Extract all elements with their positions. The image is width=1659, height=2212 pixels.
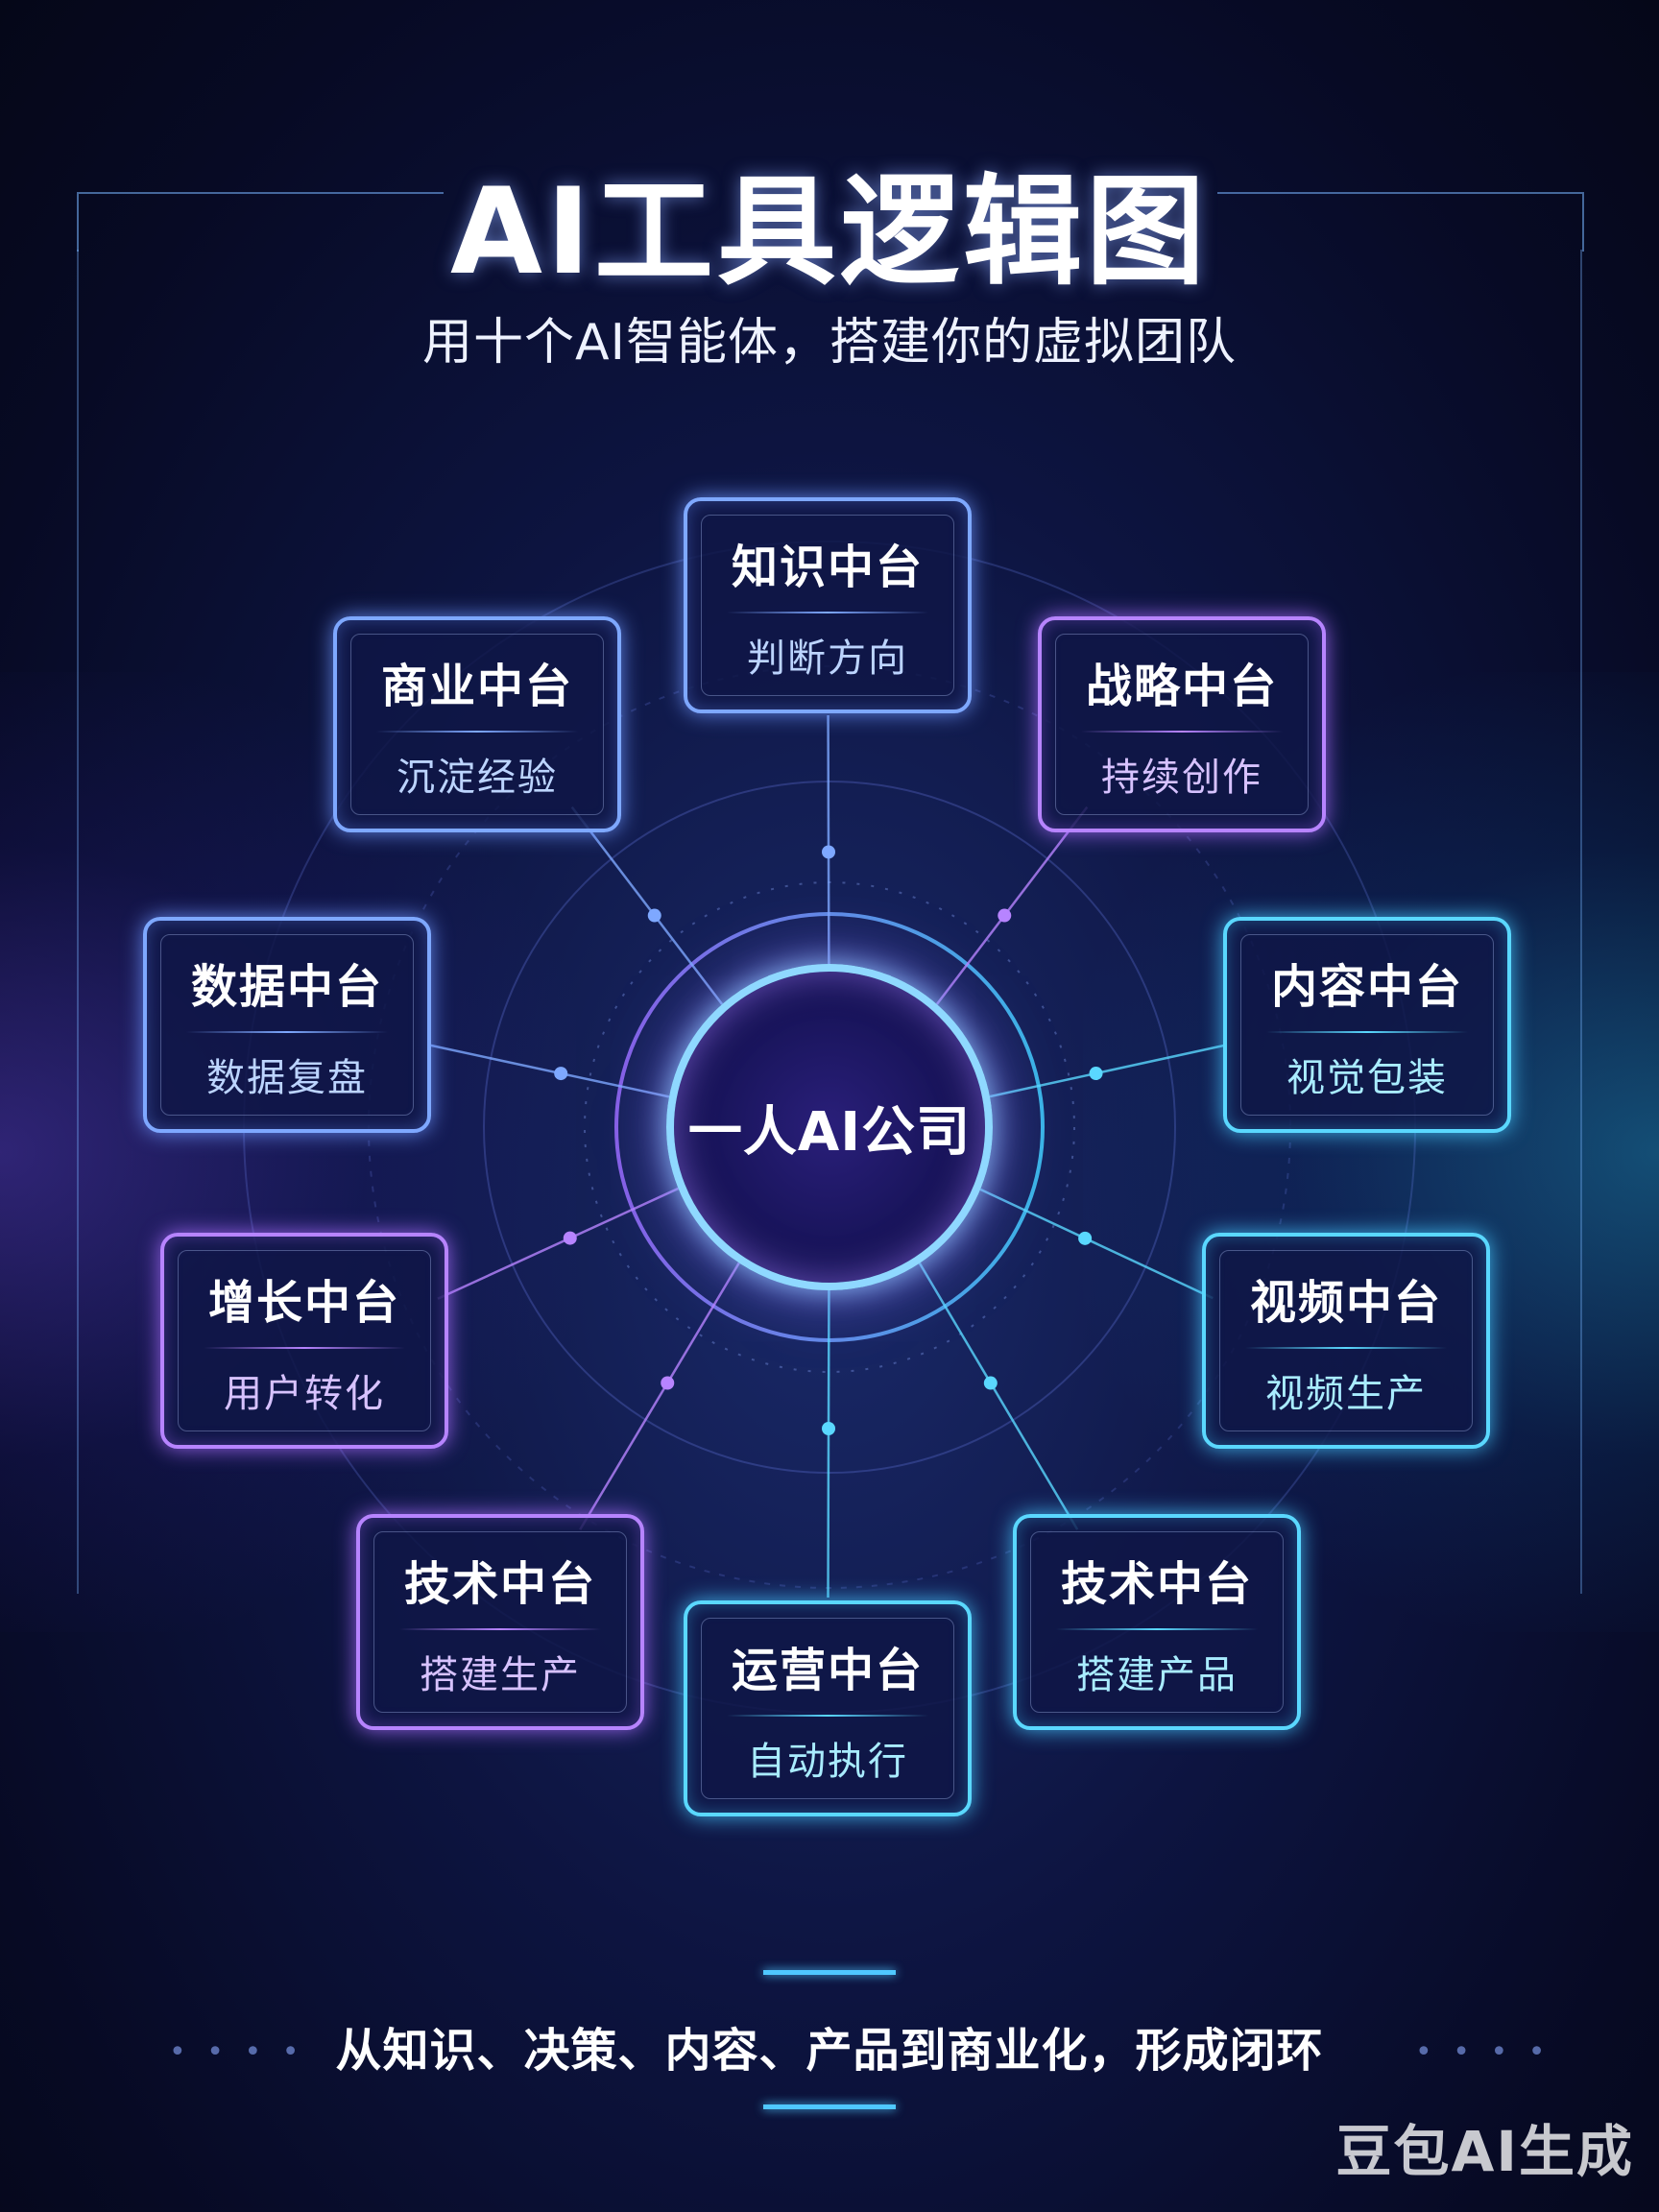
node-inner-frame (701, 515, 954, 696)
node-inner-frame (350, 634, 604, 815)
module-node: 知识中台判断方向 (684, 497, 972, 713)
connector-dot (554, 1067, 568, 1081)
node-title: 知识中台 (731, 540, 924, 594)
connector-line (827, 714, 830, 965)
module-node: 内容中台视觉包装 (1223, 917, 1511, 1133)
watermark: 豆包AI生成 (1335, 2119, 1634, 2184)
page-subtitle: 用十个AI智能体，搭建你的虚拟团队 (422, 314, 1237, 372)
node-divider (1245, 1346, 1447, 1349)
connector-dot (998, 908, 1012, 923)
node-inner-frame (1240, 934, 1494, 1116)
connector-dot (1089, 1067, 1103, 1081)
connector-dot (647, 908, 661, 923)
node-title: 技术中台 (403, 1556, 596, 1611)
module-node: 技术中台搭建生产 (356, 1514, 644, 1730)
node-role: 持续创作 (1101, 755, 1262, 800)
node-title: 内容中台 (1270, 959, 1463, 1014)
frame-right (1580, 250, 1583, 1594)
node-inner-frame (178, 1250, 431, 1431)
connector-line (979, 1188, 1214, 1300)
node-role: 视觉包装 (1286, 1055, 1448, 1100)
node-role: 数据复盘 (206, 1055, 368, 1100)
footer-dots-left: • • • • (169, 2035, 305, 2069)
module-node: 商业中台沉淀经验 (333, 616, 621, 832)
footer-text: 从知识、决策、内容、产品到商业化，形成闭环 (335, 2024, 1324, 2078)
node-inner-frame (701, 1618, 954, 1799)
node-role: 判断方向 (747, 636, 908, 681)
center-hub: 一人AI公司 (666, 964, 993, 1290)
connector-line (827, 1289, 830, 1599)
node-title: 视频中台 (1249, 1275, 1442, 1330)
node-title: 数据中台 (190, 959, 383, 1014)
connector-dot (822, 845, 836, 859)
node-role: 搭建产品 (1076, 1652, 1238, 1697)
footer-accent-bar-top (763, 1970, 896, 1975)
connector-dot (1078, 1231, 1093, 1245)
connector-line (579, 1262, 740, 1530)
module-node: 视频中台视频生产 (1202, 1233, 1490, 1449)
connector-line (918, 1262, 1079, 1530)
node-role: 视频生产 (1265, 1371, 1427, 1416)
center-label: 一人AI公司 (687, 1100, 972, 1164)
frame-top-right (1217, 192, 1584, 252)
node-divider (399, 1627, 601, 1630)
connector-dot (822, 1421, 836, 1435)
node-inner-frame (373, 1531, 627, 1713)
node-inner-frame (1030, 1531, 1284, 1713)
module-node: 增长中台用户转化 (160, 1233, 448, 1449)
node-title: 增长中台 (207, 1275, 400, 1330)
module-node: 数据中台数据复盘 (143, 917, 431, 1133)
node-role: 自动执行 (747, 1739, 908, 1784)
module-node: 运营中台自动执行 (684, 1600, 972, 1816)
node-divider (1056, 1627, 1258, 1630)
connector-dot (983, 1376, 998, 1390)
module-node: 技术中台搭建产品 (1013, 1514, 1301, 1730)
node-divider (204, 1346, 405, 1349)
connector-line (935, 805, 1089, 1005)
connector-line (989, 1044, 1226, 1098)
node-title: 运营中台 (731, 1643, 924, 1697)
page-title: AI工具逻辑图 (449, 163, 1210, 301)
node-divider (1081, 730, 1283, 733)
module-node: 战略中台持续创作 (1038, 616, 1326, 832)
node-divider (376, 730, 578, 733)
node-inner-frame (1055, 634, 1309, 815)
footer-dots-right: • • • • (1415, 2035, 1551, 2069)
connector-line (428, 1044, 670, 1098)
node-divider (186, 1030, 388, 1033)
frame-top-left (77, 192, 444, 252)
node-inner-frame (160, 934, 414, 1116)
connector-dot (563, 1231, 577, 1245)
footer-accent-bar-bottom (763, 2104, 896, 2109)
frame-left (77, 250, 80, 1594)
node-title: 技术中台 (1060, 1556, 1253, 1611)
node-divider (727, 1714, 928, 1717)
connector-line (570, 805, 724, 1005)
node-role: 用户转化 (224, 1371, 385, 1416)
connector-dot (661, 1376, 675, 1390)
node-inner-frame (1219, 1250, 1473, 1431)
node-title: 商业中台 (380, 659, 573, 713)
node-role: 沉淀经验 (397, 755, 558, 800)
node-divider (727, 611, 928, 613)
node-title: 战略中台 (1085, 659, 1278, 713)
node-role: 搭建生产 (420, 1652, 581, 1697)
connector-line (437, 1187, 679, 1300)
node-divider (1266, 1030, 1468, 1033)
